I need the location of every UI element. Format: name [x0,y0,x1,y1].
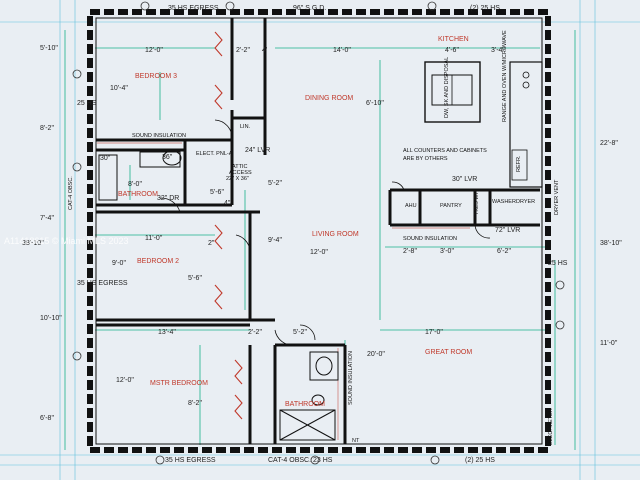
dim-right-a: 22'-8" [600,140,618,147]
dim-dining-width: 14'-0" [333,47,351,54]
dim-hall-b: 5'-2" [293,329,307,336]
dim-great-w: 17'-0" [425,329,443,336]
note-cat-obsc: CAT-4 OBSC. [68,176,74,210]
note-attic-1: ATTIC [232,164,248,170]
note-refrigerator: REFR. [516,155,522,172]
dim-kitchen-a: 4'-6" [445,47,459,54]
interior-walls [96,18,540,444]
note-range-oven: RANGE AND OVEN W/MICROWAVE [502,30,508,122]
kitchen-counter [509,61,543,188]
kitchen-label: KITCHEN [438,36,469,43]
dimension-lines [64,30,576,450]
dim-bed3-depth: 10'-4" [110,85,128,92]
tag-pantry: PANTRY [440,203,462,209]
dim-bed2-d: 9'-0" [112,260,126,267]
watermark: A11418615 © Miami MLS 2023 [4,236,129,246]
window-markers [72,1,565,465]
kitchen-island [424,61,481,123]
exterior-walls [87,9,551,453]
tag-washer: WASHER [492,199,516,205]
dim-living-w: 12'-0" [310,249,328,256]
dim-dining-depth: 6'-10" [366,100,384,107]
dim-right-b: 11'-0" [600,340,618,347]
note-attic-3: 22" X 36" [226,176,249,182]
dim-dr-32: 32" DR [157,195,179,202]
dim-small-2: 2" [208,240,215,247]
tag-tankless-wh: TKLS WH [474,191,480,215]
dim-hall-a: 2'-2" [248,329,262,336]
dim-bath-x: 5'-6" [210,189,224,196]
dining-room-label: DINING ROOM [305,95,353,102]
bathroom-top-label: BATHROOM [118,191,158,198]
bedroom3-label: BEDROOM 3 [135,73,177,80]
bathroom-bottom-label: BATHROOM [285,401,325,408]
dim-bottom-right: (2) 25 HS [465,457,495,464]
dim-left-b: 8'-2" [40,125,54,132]
note-counters-1: ALL COUNTERS AND CABINETS [403,148,487,154]
dim-left-c: 7'-4" [40,215,54,222]
living-room-label: LIVING ROOM [312,231,359,238]
note-sound-1: SOUND INSULATION [132,133,186,139]
dim-bath-w: 8'-0" [128,181,142,188]
dim-ahu-b: 3'-0" [440,248,454,255]
note-dw-sink: DW, SK AND DISPOSAL [444,57,450,118]
dim-closet-a: 2'-2" [236,47,250,54]
note-linen: LIN. [240,124,251,130]
dim-left-e: 6'-8" [40,415,54,422]
dim-bed2-x: 5'-6" [188,275,202,282]
dim-bath-y: 5'-2" [268,180,282,187]
dim-top-sgd: 96" S.G.D. [293,5,326,12]
dim-great-d: 20'-0" [367,351,385,358]
dim-bed3-width: 12'-0" [145,47,163,54]
dim-lvr-30: 30" LVR [452,176,477,183]
dim-lvr-24: 24" LVR [245,147,270,154]
master-bedroom-label: MSTR BEDROOM [150,380,208,387]
note-sound-3: SOUND INSULATION [348,351,354,405]
bathroom-fixtures-bottom [279,351,339,441]
dim-left-total: 5'-10" [40,45,58,52]
note-elect-panel: ELECT. PNL-A [196,151,233,157]
dim-small-4: 4" [224,200,231,207]
dim-left-window2: 35 HS EGRESS [77,280,128,287]
dim-kitchen-b: 3'-4" [491,47,505,54]
dim-dr-36: 36" [162,154,173,161]
tag-ahu: AHU [405,203,417,209]
dim-right-window: 25 HS [548,260,568,267]
note-dryer-vent: DRYER VENT [554,179,560,215]
door-swings [159,119,491,346]
dim-dr-30: 30" [100,155,111,162]
dim-top-right: (2) 25 HS [470,5,500,12]
note-sound-2: SOUND INSULATION [403,236,457,242]
dim-ahu-a: 2'-8" [403,248,417,255]
dim-master-w: 13'-4" [158,329,176,336]
dim-bottom-mid: CAT-4 OBSC. 23 HS [268,457,333,464]
closet-doors [214,31,243,420]
dim-master-d: 12'-0" [116,377,134,384]
note-counters-2: ARE BY OTHERS [403,156,448,162]
bedroom2-label: BEDROOM 2 [137,258,179,265]
tag-nt: NT [352,438,360,444]
dim-top-left: 35 HS EGRESS [168,5,219,12]
dim-ahu-c: 6'-2" [497,248,511,255]
dim-right-full: 38'-10" [600,240,622,247]
dim-lvr-72: 72" LVR [495,227,520,234]
bathroom-fixtures-top [98,150,182,201]
dim-bottom-left: 35 HS EGRESS [165,457,216,464]
dim-left-window: 25 HS [77,100,97,107]
dim-left-full: 38'-10" [22,240,44,247]
note-attic-2: ACCESS [229,170,252,176]
great-room-label: GREAT ROOM [425,349,472,356]
dim-bed2-w: 11'-0" [145,235,163,242]
dim-living-d: 9'-4" [268,237,282,244]
tag-dryer: DRYER [516,199,535,205]
note-elec-meter: ELEC. METER [548,408,554,445]
dim-master-x: 8'-2" [188,400,202,407]
dim-closet-b: 4' [262,47,267,54]
dim-left-d: 10'-10" [40,315,62,322]
